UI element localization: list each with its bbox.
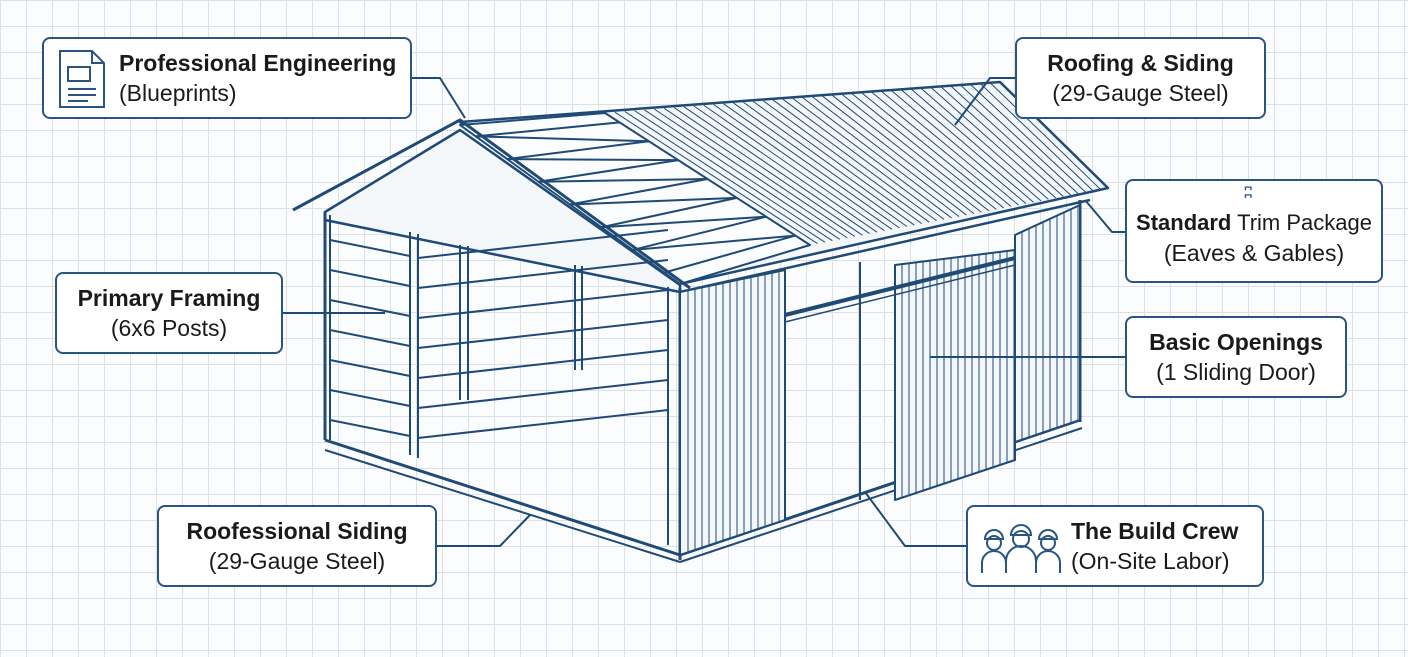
roof-rib xyxy=(723,103,900,229)
roof-rib xyxy=(752,100,923,225)
truss xyxy=(632,215,767,251)
side-panel xyxy=(679,269,786,556)
roof-rib xyxy=(693,105,878,233)
girt xyxy=(417,409,669,439)
roof-rib xyxy=(634,110,833,242)
roof-rib xyxy=(772,99,937,222)
roof-rib xyxy=(644,109,841,240)
callout-roofing: Roofing & Siding (29-Gauge Steel) xyxy=(1015,37,1266,119)
roof-rib xyxy=(614,111,818,244)
roof-rib xyxy=(624,111,826,243)
roof-rib xyxy=(900,89,1034,203)
roof-rib xyxy=(831,94,982,213)
roof-rib xyxy=(930,87,1057,199)
roof-rib xyxy=(762,100,930,223)
sliding-door xyxy=(894,249,1016,501)
roof-rib xyxy=(940,86,1064,197)
leader-lines xyxy=(282,77,1125,547)
girt xyxy=(417,229,669,259)
roof-rib xyxy=(733,102,908,227)
girt xyxy=(417,349,669,379)
roof-rib xyxy=(970,83,1086,193)
roof-rib xyxy=(871,91,1012,207)
truss-web xyxy=(569,196,737,206)
girt xyxy=(417,379,669,409)
truss xyxy=(569,178,708,206)
truss-web xyxy=(507,158,679,162)
truss xyxy=(507,140,650,161)
roof-rib xyxy=(821,95,975,215)
girt xyxy=(329,269,411,287)
truss xyxy=(601,196,737,229)
callout-openings: Basic Openings (1 Sliding Door) xyxy=(1125,316,1347,398)
roof-rib xyxy=(861,92,1005,209)
truss xyxy=(664,234,796,274)
truss-web xyxy=(475,135,649,143)
truss-web xyxy=(601,215,767,229)
roof-rib xyxy=(663,107,855,237)
girt xyxy=(417,319,669,349)
roof-rib xyxy=(989,82,1101,190)
roof-rib xyxy=(802,97,960,217)
girt xyxy=(329,419,411,437)
trim-icon: ʭ xyxy=(1244,185,1253,202)
roof-rib xyxy=(713,104,893,230)
callout-crew: The Build Crew (On-Site Labor) xyxy=(966,505,1264,587)
roof-rib xyxy=(979,83,1094,192)
roof-rib xyxy=(881,90,1019,206)
callout-siding: Roofessional Siding (29-Gauge Steel) xyxy=(157,505,437,587)
roof-rib xyxy=(891,90,1027,205)
roof-rib xyxy=(673,107,863,236)
roof-rib xyxy=(812,96,967,216)
roof-rib xyxy=(920,87,1049,200)
callout-engineering: Professional Engineering (Blueprints) xyxy=(42,37,412,119)
blueprint-document-icon xyxy=(59,50,105,108)
roof-rib xyxy=(742,101,915,226)
roof-rib xyxy=(851,93,997,210)
roof-rib xyxy=(960,84,1079,195)
girt xyxy=(417,289,669,319)
truss-web xyxy=(538,178,708,183)
roof-rib xyxy=(654,108,848,239)
roof-rib xyxy=(703,104,885,232)
roof-rib xyxy=(841,94,990,212)
girt xyxy=(329,299,411,317)
girt xyxy=(329,329,411,347)
truss xyxy=(475,121,620,138)
girt xyxy=(329,239,411,257)
callout-framing: Primary Framing (6x6 Posts) xyxy=(55,272,283,354)
roof-rib xyxy=(683,106,870,235)
workers-icon xyxy=(981,524,1061,573)
truss-web xyxy=(632,234,796,251)
roof-rib xyxy=(792,97,952,219)
callout-trim: ʭ Standard Trim Package (Eaves & Gables) xyxy=(1125,179,1383,283)
girt xyxy=(329,389,411,407)
roof-rib xyxy=(910,88,1042,202)
girt xyxy=(329,359,411,377)
girt xyxy=(417,259,669,289)
end-panel xyxy=(1014,204,1081,443)
truss xyxy=(538,159,679,183)
roof-rib xyxy=(782,98,945,220)
